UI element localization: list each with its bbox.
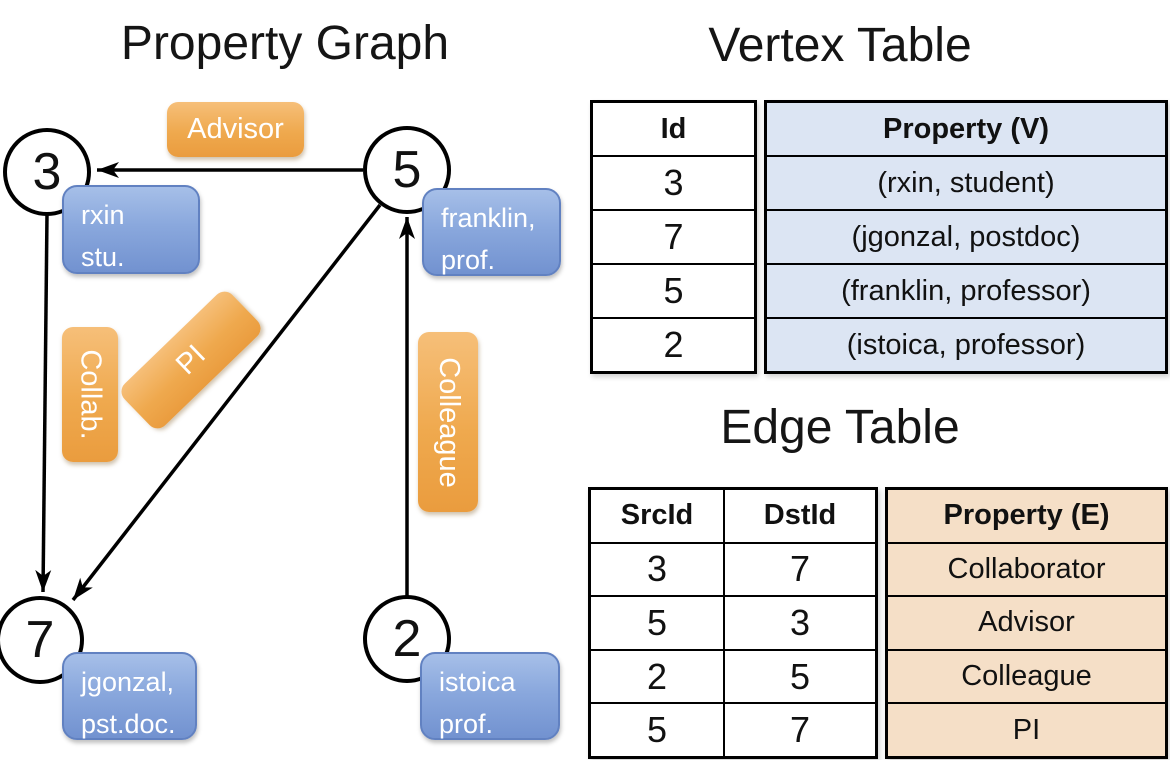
table-row: 5 <box>593 263 754 317</box>
graph-edges-layer <box>35 162 415 602</box>
edge-property-cell: PI <box>1012 713 1041 746</box>
vertex-id-cell: 5 <box>663 270 684 311</box>
edge-label-colleague: Colleague <box>418 332 478 512</box>
vertex-id-cell: 7 <box>663 216 684 257</box>
edge-src-cell: 5 <box>646 709 668 751</box>
edge-table-property-header: Property (E) <box>943 499 1110 532</box>
vertex-table-property-column: Property (V) (rxin, student) (jgonzal, p… <box>764 100 1168 374</box>
vertex-property-box-rxin: rxin stu. <box>62 185 200 274</box>
vertex-property-cell: (jgonzal, postdoc) <box>851 220 1081 253</box>
vertex-property-cell: (franklin, professor) <box>841 274 1091 307</box>
edge-label-collab: Collab. <box>62 327 118 462</box>
edge-src-cell: 5 <box>646 601 668 643</box>
vertex-property-cell: (rxin, student) <box>877 166 1055 199</box>
table-row: Collaborator <box>888 541 1165 596</box>
table-row: (rxin, student) <box>767 155 1165 209</box>
vertex-property-cell: (istoica, professor) <box>846 328 1086 361</box>
node-id-label: 3 <box>32 143 62 201</box>
edge-dst-cell: 3 <box>723 597 875 649</box>
table-row: 5 7 <box>591 702 875 756</box>
table-row: (istoica, professor) <box>767 317 1165 371</box>
edge-table-property-column: Property (E) Collaborator Advisor Collea… <box>885 487 1168 759</box>
table-row: 3 <box>593 155 754 209</box>
table-row: 7 <box>593 209 754 263</box>
edge-property-cell: Colleague <box>961 660 1092 693</box>
edge-property-cell: Collaborator <box>947 552 1106 585</box>
property-graph-title: Property Graph <box>120 17 450 70</box>
vertex-table-id-column: Id 3 7 5 2 <box>590 100 757 374</box>
edge-property-cell: Advisor <box>978 606 1075 639</box>
node-id-label: 7 <box>25 611 55 669</box>
edge-arrow-collab-3-to-7 <box>35 213 52 593</box>
edge-src-cell: 2 <box>646 655 668 697</box>
table-row: 3 7 <box>591 541 875 596</box>
edge-label-text: Collab. <box>74 349 107 440</box>
node-id-label: 2 <box>392 610 422 668</box>
table-header-row: SrcId DstId <box>591 490 875 542</box>
edge-dst-cell: 5 <box>723 650 875 703</box>
table-row: Colleague <box>888 648 1165 703</box>
edge-src-cell: 3 <box>646 548 668 590</box>
edge-label-advisor: Advisor <box>167 102 304 157</box>
edge-table-id-columns: SrcId DstId 3 7 5 3 2 5 5 7 <box>588 487 878 759</box>
table-row: 2 5 <box>591 648 875 703</box>
edge-label-text: Advisor <box>187 113 284 145</box>
table-header-row: Id <box>593 103 754 155</box>
vertex-property-box-istoica: istoica prof. <box>420 652 560 740</box>
table-row: Advisor <box>888 595 1165 649</box>
edge-table-dstid-header: DstId <box>723 490 875 542</box>
vertex-table-id-header: Id <box>660 112 687 145</box>
table-header-row: Property (V) <box>767 103 1165 155</box>
vertex-table-title: Vertex Table <box>708 19 972 72</box>
edge-arrow-pi-5-to-7 <box>71 203 382 602</box>
node-circle-5: 5 <box>363 126 451 214</box>
table-header-row: Property (E) <box>888 490 1165 542</box>
table-row: 5 3 <box>591 595 875 649</box>
vertex-table-property-header: Property (V) <box>883 112 1049 145</box>
vertex-id-cell: 3 <box>663 162 684 203</box>
table-row: 2 <box>593 317 754 371</box>
vertex-property-box-franklin: franklin, prof. <box>422 188 561 276</box>
table-row: PI <box>888 702 1165 756</box>
edge-table-title: Edge Table <box>720 401 960 454</box>
edge-label-text: Colleague <box>432 356 465 488</box>
table-row: (franklin, professor) <box>767 263 1165 317</box>
node-circle-2: 2 <box>363 595 451 683</box>
edge-dst-cell: 7 <box>723 704 875 756</box>
edge-table-srcid-header: SrcId <box>620 499 694 532</box>
edge-dst-cell: 7 <box>723 543 875 596</box>
table-row: (jgonzal, postdoc) <box>767 209 1165 263</box>
vertex-id-cell: 2 <box>663 324 684 365</box>
vertex-property-box-jgonzal: jgonzal, pst.doc. <box>62 652 197 740</box>
edge-label-text: PI <box>169 338 212 381</box>
node-id-label: 5 <box>392 141 422 199</box>
